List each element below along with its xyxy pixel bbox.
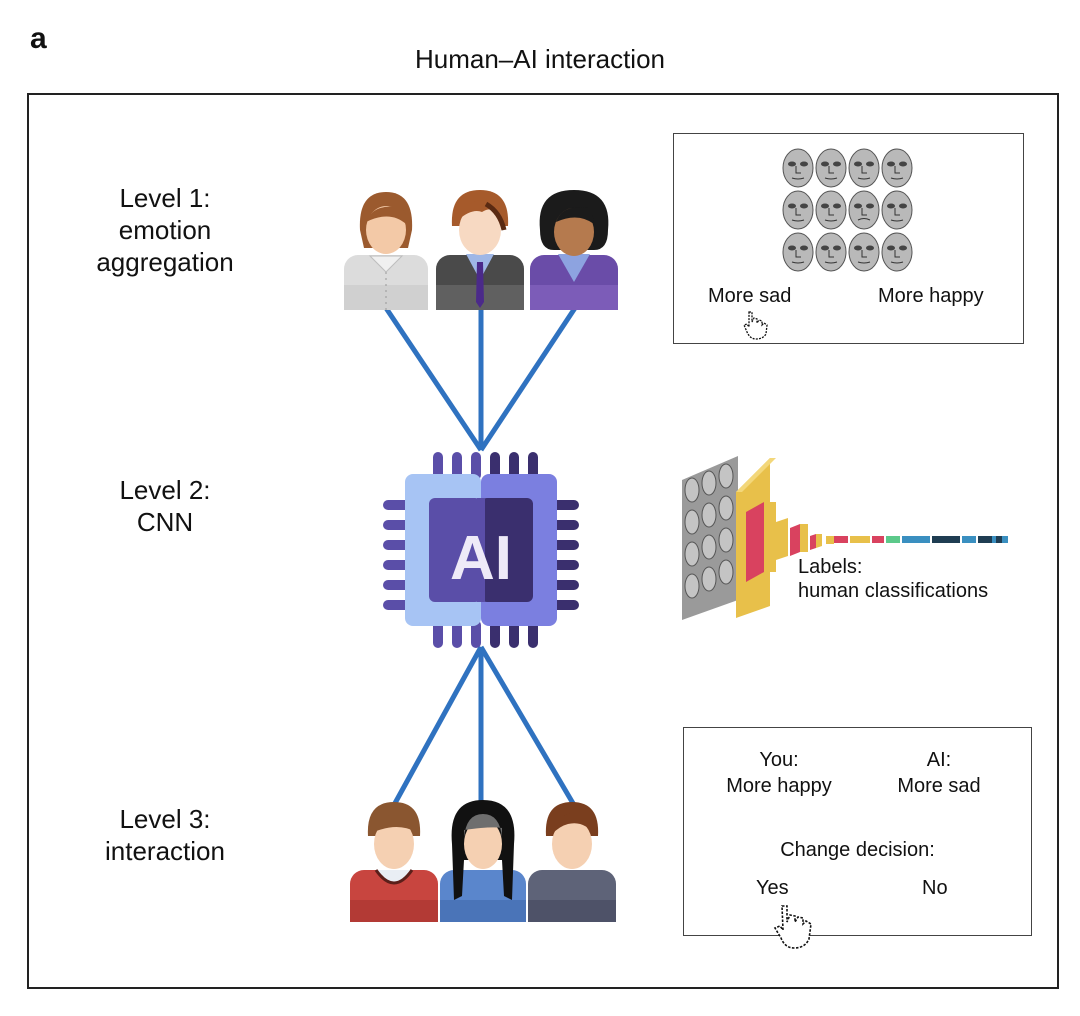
face-thumbnail <box>848 232 880 272</box>
face-thumbnail <box>815 190 847 230</box>
face-thumbnail <box>815 232 847 272</box>
cnn-input-face <box>701 470 717 496</box>
figure-title: Human–AI interaction <box>414 44 666 74</box>
chip-pin-left <box>383 500 411 510</box>
chip-pin-top <box>490 452 500 480</box>
chip-pin-left <box>383 560 411 570</box>
connector-l1-left <box>383 306 484 452</box>
person-avatar-man-gray-sweater <box>528 802 616 922</box>
chip-pin-bottom <box>528 620 538 648</box>
cnn-input-face <box>718 495 734 521</box>
ai-chip-icon: AI <box>383 452 579 648</box>
face-thumbnail <box>782 232 814 272</box>
chip-pin-left <box>383 580 411 590</box>
cnn-input-face <box>684 477 700 503</box>
chip-pin-bottom <box>471 620 481 648</box>
level-1-people <box>344 190 618 310</box>
cnn-labels-title: Labels: <box>798 556 863 578</box>
connector-l3-right <box>478 645 577 807</box>
person-avatar-man-suit <box>436 190 524 310</box>
cnn-conv-layers <box>736 458 834 618</box>
cnn-input-face <box>684 573 700 599</box>
level-3-title: Level 3: <box>119 804 211 834</box>
cnn-labels-desc: human classifications <box>798 580 989 602</box>
face-thumbnail <box>815 148 847 188</box>
person-avatar-woman-blue-top <box>440 800 526 922</box>
ai-value: More sad <box>897 775 981 797</box>
cnn-input-face <box>718 463 734 489</box>
cnn-input-face <box>701 566 717 592</box>
person-avatar-man-red-sweater <box>350 802 438 922</box>
chip-pin-left <box>383 600 411 610</box>
chip-pin-bottom <box>509 620 519 648</box>
chip-pin-left <box>383 540 411 550</box>
face-thumbnail <box>881 190 913 230</box>
more-sad-option[interactable]: More sad <box>708 285 792 307</box>
face-thumbnail <box>848 190 880 230</box>
you-label: You: <box>759 749 799 771</box>
hand-pointer-icon <box>773 905 812 949</box>
cnn-input-face <box>701 502 717 528</box>
face-thumbnail <box>881 232 913 272</box>
chip-pin-top <box>528 452 538 480</box>
no-button[interactable]: No <box>922 877 948 899</box>
face-thumbnail <box>881 148 913 188</box>
level-2-title: Level 2: <box>119 475 211 505</box>
chip-core-right <box>481 498 533 602</box>
cnn-input-face <box>684 509 700 535</box>
chip-pin-right <box>551 600 579 610</box>
cnn-input-face <box>684 541 700 567</box>
level-3-people <box>350 800 616 922</box>
person-avatar-woman-white-blouse <box>344 192 428 310</box>
diagram-frame <box>27 93 1059 989</box>
chip-pin-left <box>383 520 411 530</box>
hand-pointer-icon <box>743 311 768 340</box>
cnn-input-face <box>718 559 734 585</box>
level-1-desc-1: emotion <box>118 215 212 245</box>
connector-l3-left <box>391 645 484 807</box>
face-thumbnail <box>782 148 814 188</box>
chip-pin-top <box>452 452 462 480</box>
you-value: More happy <box>726 775 832 797</box>
decision-panel: You: More happy AI: More sad Change deci… <box>683 727 1032 949</box>
chip-core-left <box>429 498 481 602</box>
level-2-desc: CNN <box>136 507 194 537</box>
level-1-title: Level 1: <box>119 183 211 213</box>
chip-pin-top <box>471 452 481 480</box>
chip-pin-top <box>509 452 519 480</box>
level-1-desc-2: aggregation <box>96 247 234 277</box>
cnn-architecture-illustration <box>682 456 1008 620</box>
face-grid <box>782 148 913 272</box>
face-thumbnail <box>848 148 880 188</box>
cnn-input-face <box>718 527 734 553</box>
emotion-rating-panel: More sad More happy <box>673 133 1024 344</box>
level-3-label: Level 3: interaction <box>55 803 275 867</box>
chip-pin-top <box>433 452 443 480</box>
connector-l1-right <box>478 306 578 452</box>
chip-pin-right <box>551 580 579 590</box>
chip-pin-right <box>551 500 579 510</box>
chip-pin-bottom <box>490 620 500 648</box>
level-1-label: Level 1: emotion aggregation <box>55 182 275 278</box>
face-thumbnail <box>782 190 814 230</box>
cnn-input-image-stack <box>682 456 738 620</box>
person-avatar-woman-purple <box>530 190 618 310</box>
cnn-dense-layers <box>834 536 1008 543</box>
ai-label: AI: <box>926 749 952 771</box>
yes-button[interactable]: Yes <box>756 877 789 899</box>
chip-pin-bottom <box>433 620 443 648</box>
chip-pin-right <box>551 560 579 570</box>
more-happy-option[interactable]: More happy <box>878 285 984 307</box>
level-3-desc: interaction <box>105 836 225 866</box>
chip-pin-right <box>551 540 579 550</box>
chip-label: AI <box>450 524 512 593</box>
cnn-input-face <box>701 534 717 560</box>
change-decision-prompt: Change decision: <box>780 839 935 861</box>
level-2-label: Level 2: CNN <box>55 474 275 538</box>
chip-pin-bottom <box>452 620 462 648</box>
panel-letter: a <box>30 22 47 55</box>
chip-pin-right <box>551 520 579 530</box>
